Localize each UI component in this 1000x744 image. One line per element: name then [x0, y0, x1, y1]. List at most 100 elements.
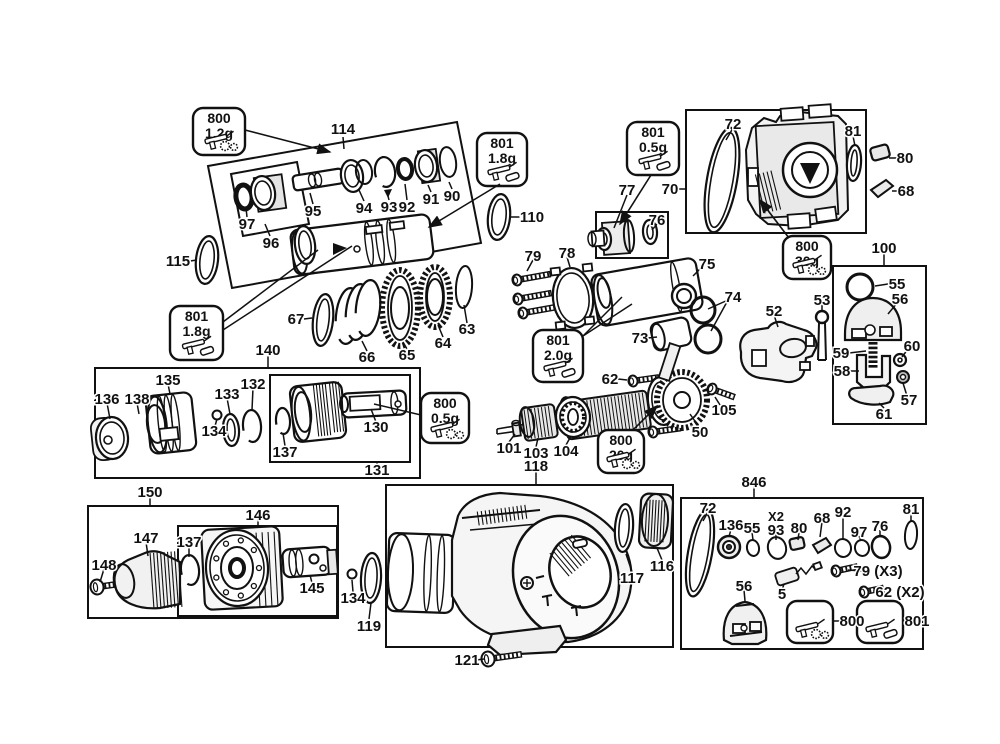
leader-line	[448, 181, 453, 190]
part-label-94: 94	[356, 200, 373, 217]
leader-line	[535, 437, 539, 448]
leader-line	[751, 531, 754, 541]
leader-line	[368, 602, 372, 620]
leader-line	[872, 590, 886, 593]
part-label-96: 96	[263, 235, 280, 252]
leader-line	[437, 324, 444, 338]
leader-line	[402, 341, 408, 350]
leader-line	[303, 317, 313, 320]
part-label-138: 138	[124, 391, 149, 408]
grease-800-20g: 80020g	[596, 428, 646, 475]
leader-line	[526, 259, 534, 272]
box-96-97	[229, 160, 311, 238]
leader-line	[819, 521, 823, 538]
grease-gun-icon	[181, 335, 212, 355]
part-label-846: 846	[741, 474, 766, 491]
leader-line	[874, 283, 889, 287]
part-label-72: 72	[725, 116, 742, 133]
leader-line	[361, 340, 368, 352]
part-label-117: 117	[620, 570, 644, 587]
leader-line	[797, 531, 800, 541]
leader-line	[848, 350, 867, 354]
part-label-100: 100	[871, 240, 896, 257]
part-label-105: 105	[711, 402, 736, 419]
leader-line	[222, 245, 353, 331]
box-846	[680, 497, 924, 650]
part-label-70: 70	[662, 181, 679, 198]
grease-gun-icon	[795, 618, 825, 638]
leader-line	[358, 189, 365, 202]
callout-arrow	[619, 174, 652, 226]
leader-line	[373, 403, 422, 416]
part-label-110: 110	[520, 209, 544, 226]
part-label-76: 76	[649, 212, 666, 229]
leader-line	[282, 432, 286, 447]
leader-line	[566, 256, 571, 268]
leader-lines	[99, 127, 912, 661]
part-label-73: 73	[632, 330, 649, 347]
leader-line	[743, 589, 746, 602]
part-label-103: 103	[523, 445, 548, 462]
part-label-130: 130	[363, 419, 388, 436]
leader-line	[309, 574, 313, 584]
svg-text:800: 800	[795, 238, 819, 254]
part-label-97: 97	[851, 524, 868, 541]
part-label-74: 74	[725, 289, 742, 306]
svg-text:0.5g: 0.5g	[639, 139, 667, 155]
leader-line	[728, 528, 732, 538]
leader-line	[251, 387, 254, 411]
callout-arrow	[759, 198, 790, 239]
box-70	[685, 109, 867, 234]
leader-line	[858, 535, 862, 542]
part-label-62: 62	[602, 371, 619, 388]
part-label-136: 136	[94, 391, 119, 408]
leader-line	[692, 265, 704, 277]
box-114	[206, 120, 483, 290]
part-label-134: 134	[340, 590, 366, 607]
part-label-92: 92	[399, 199, 416, 216]
part-label-x2: X2	[768, 509, 784, 524]
part-label-140: 140	[255, 342, 280, 359]
leader-line	[370, 408, 377, 423]
grease-gun-icon	[204, 130, 234, 150]
svg-text:801: 801	[490, 135, 514, 151]
part-label-121: 121	[454, 652, 479, 669]
part-label-77: 77	[619, 182, 636, 199]
part-label-79: 79	[525, 248, 542, 265]
part-label-57: 57	[901, 392, 918, 409]
part-label-75: 75	[699, 256, 716, 273]
part-label-101: 101	[496, 440, 521, 457]
svg-text:2.0g: 2.0g	[544, 347, 572, 363]
part-label-95: 95	[305, 203, 322, 220]
svg-text:800: 800	[207, 110, 231, 126]
callout-arrow	[632, 404, 659, 431]
part-label-118: 118	[524, 458, 548, 475]
grease-gun-icon	[430, 418, 460, 438]
leader-line	[878, 402, 885, 409]
svg-text:801: 801	[641, 124, 665, 140]
grease-gun-icon	[487, 161, 517, 181]
part-label-137: 137	[272, 444, 297, 461]
svg-text:801: 801	[546, 332, 570, 348]
part-label-63: 63	[459, 321, 476, 338]
leader-line	[582, 303, 633, 337]
part-label-76: 76	[872, 518, 889, 535]
part-label-52: 52	[766, 303, 783, 320]
part-label-79-x3-: 79 (X3)	[853, 563, 902, 580]
part-label-64: 64	[435, 335, 452, 352]
leader-line	[902, 382, 908, 397]
part-label-55: 55	[889, 276, 906, 293]
part-label-116: 116	[650, 558, 674, 575]
leader-line	[689, 413, 700, 428]
svg-text:800: 800	[433, 395, 457, 411]
leader-line	[710, 299, 729, 332]
part-label-801: 801	[904, 613, 929, 630]
part-label-145: 145	[299, 580, 324, 597]
leader-line	[887, 302, 898, 315]
